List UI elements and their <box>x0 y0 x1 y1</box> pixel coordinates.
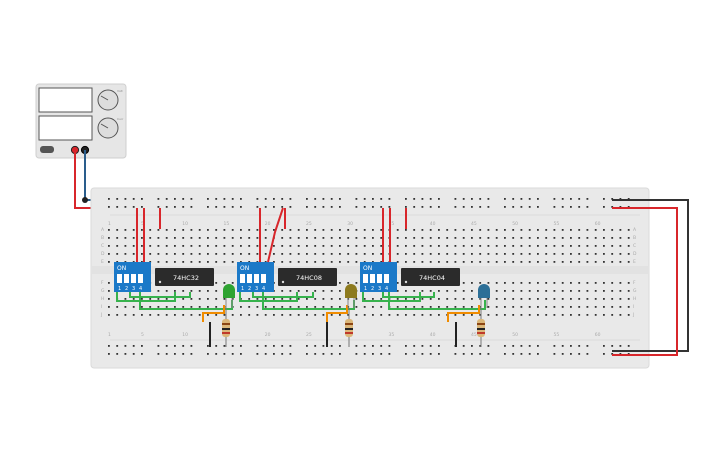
row-letter: A <box>101 227 105 233</box>
row-letter: B <box>633 235 636 241</box>
column-number: 50 <box>512 332 518 338</box>
svg-text:ON: ON <box>240 265 249 272</box>
row-letter: I <box>101 304 102 310</box>
voltage-display <box>38 87 93 113</box>
row-letter: J <box>632 312 634 318</box>
black-ground-wires[interactable] <box>209 322 457 347</box>
column-number: 45 <box>471 332 477 338</box>
svg-text:3: 3 <box>255 286 258 292</box>
resistor[interactable] <box>345 308 353 347</box>
row-letter: D <box>101 251 105 257</box>
dip-toggles[interactable] <box>363 274 389 283</box>
column-number: 20 <box>265 332 271 338</box>
row-letter: H <box>633 296 636 302</box>
row-letter: E <box>633 259 636 265</box>
svg-text:4: 4 <box>385 286 388 292</box>
rail-bridge-black[interactable] <box>612 199 689 352</box>
column-number: 50 <box>512 221 518 227</box>
column-number: 25 <box>306 221 312 227</box>
row-letter: A <box>633 227 637 233</box>
chip-74hc08[interactable]: 74HC08 <box>278 268 337 286</box>
column-number: 10 <box>182 332 188 338</box>
led-green[interactable] <box>223 284 235 308</box>
chip-label: 74HC08 <box>296 274 322 282</box>
row-letter: B <box>101 235 104 241</box>
svg-text:3: 3 <box>378 286 381 292</box>
svg-text:2: 2 <box>248 286 251 292</box>
row-letter: E <box>101 259 104 265</box>
column-number: 60 <box>595 221 601 227</box>
chip-label: 74HC04 <box>419 274 445 282</box>
dip-switch-3[interactable]: ON 1 2 3 4 <box>360 262 397 292</box>
power-switch[interactable] <box>40 146 54 153</box>
dc-power-supply[interactable]: Volt Curr <box>35 83 127 159</box>
column-number: 1 <box>108 221 111 227</box>
svg-text:2: 2 <box>371 286 374 292</box>
svg-text:4: 4 <box>139 286 142 292</box>
row-letter: G <box>633 288 637 294</box>
row-letter: C <box>633 243 636 249</box>
led-blue[interactable] <box>478 284 490 308</box>
svg-text:1: 1 <box>241 286 244 292</box>
dip-on-label: ON <box>117 265 126 272</box>
green-jumper-wires[interactable] <box>116 292 486 310</box>
column-number: 35 <box>389 332 395 338</box>
column-number: 15 <box>224 221 230 227</box>
column-number: 5 <box>141 332 144 338</box>
volt-label: Volt <box>117 89 123 93</box>
svg-text:1: 1 <box>364 286 367 292</box>
column-number: 30 <box>347 221 353 227</box>
chip-label: 74HC32 <box>173 274 199 282</box>
dip-toggles[interactable] <box>240 274 266 283</box>
rail-bridge-red[interactable] <box>612 207 678 356</box>
dip-toggles[interactable] <box>117 274 143 283</box>
row-letter: I <box>633 304 634 310</box>
column-number: 45 <box>471 221 477 227</box>
row-letter: H <box>101 296 104 302</box>
column-number: 40 <box>430 221 436 227</box>
row-letter: F <box>101 280 104 286</box>
column-number: 60 <box>595 332 601 338</box>
column-number: 55 <box>554 332 560 338</box>
row-letter: J <box>100 312 102 318</box>
column-number: 55 <box>554 221 560 227</box>
orange-jumper-wires[interactable] <box>202 305 480 322</box>
led-olive[interactable] <box>345 284 357 308</box>
dip-switch-2[interactable]: ON 1 2 3 4 <box>237 262 274 292</box>
column-number: 35 <box>389 221 395 227</box>
chip-74hc32[interactable]: 74HC32 <box>155 268 214 286</box>
column-number: 1 <box>108 332 111 338</box>
dip-switch-1[interactable]: ON 1 2 3 4 <box>114 262 151 292</box>
svg-text:3: 3 <box>132 286 135 292</box>
column-number: 40 <box>430 332 436 338</box>
svg-text:4: 4 <box>262 286 265 292</box>
current-display <box>38 115 93 141</box>
row-letter: F <box>633 280 636 286</box>
supply-red-wire[interactable] <box>74 150 92 209</box>
column-number: 10 <box>182 221 188 227</box>
chip-74hc04[interactable]: 74HC04 <box>401 268 460 286</box>
red-jumper-wires[interactable] <box>136 207 407 263</box>
column-number: 5 <box>141 221 144 227</box>
row-letter: C <box>101 243 104 249</box>
resistor[interactable] <box>477 308 485 347</box>
column-number: 25 <box>306 332 312 338</box>
curr-label: Curr <box>117 117 124 121</box>
column-number: 20 <box>265 221 271 227</box>
svg-text:2: 2 <box>125 286 128 292</box>
svg-text:ON: ON <box>363 265 372 272</box>
row-letter: G <box>101 288 105 294</box>
row-letter: D <box>633 251 637 257</box>
resistor[interactable] <box>222 308 230 347</box>
svg-text:1: 1 <box>118 286 121 292</box>
